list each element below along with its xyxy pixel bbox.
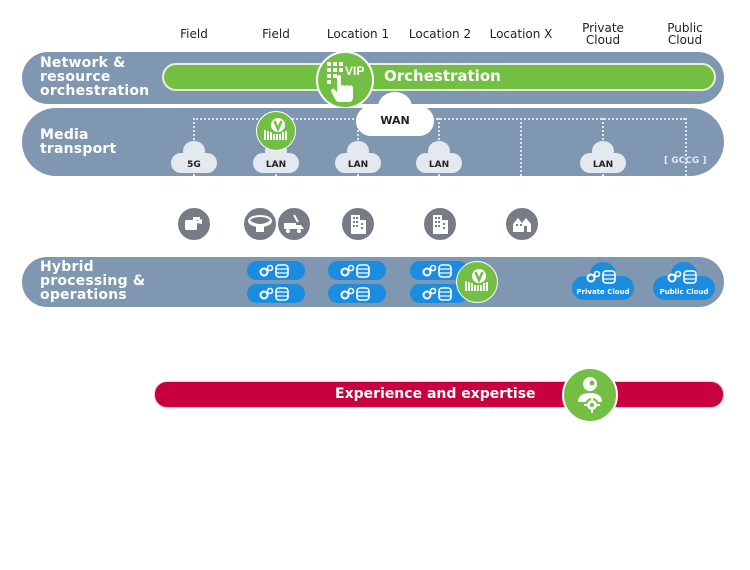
private-cloud[interactable]: Private Cloud <box>572 262 634 300</box>
experience-bar[interactable] <box>154 381 724 408</box>
wan-label: WAN <box>380 114 410 127</box>
column-header-location-2: Location 2 <box>408 27 472 41</box>
column-header-field-1: Field <box>180 27 208 41</box>
vip-touch-icon: VIP <box>327 62 364 102</box>
gears-database-icon <box>422 286 452 301</box>
gears-database-icon <box>667 270 697 284</box>
orchestration-bar-label: Orchestration <box>384 67 501 85</box>
cloud-lan-private[interactable]: LAN <box>578 141 628 173</box>
orchestration-band-title: Network & resource orchestration <box>40 55 150 99</box>
column-header-private-cloud: Private Cloud <box>563 22 643 46</box>
compute-storage-pill[interactable] <box>410 261 468 280</box>
column-header-public-cloud: Public Cloud <box>645 22 725 46</box>
gccg-label: [ GCCG ] <box>664 156 707 166</box>
compute-storage-pill[interactable] <box>247 261 305 280</box>
v-badge-media[interactable] <box>256 111 296 151</box>
cloud-5g-label: 5G <box>187 160 201 170</box>
private-cloud-line1: Private <box>582 21 624 35</box>
private-cloud-line2: Cloud <box>585 33 621 47</box>
cloud-5g[interactable]: 5G <box>169 141 219 173</box>
orchestration-bar[interactable] <box>162 63 716 91</box>
compute-storage-pill[interactable] <box>328 261 386 280</box>
gears-database-icon <box>422 263 452 278</box>
public-cloud-line1: Public <box>667 21 703 35</box>
gears-database-icon <box>340 286 370 301</box>
cloud-lan-label: LAN <box>347 160 369 170</box>
wan-cloud[interactable]: WAN <box>356 92 434 136</box>
expert-person-gear-icon <box>578 377 602 413</box>
public-cloud[interactable]: Public Cloud <box>653 262 715 300</box>
v-edge-icon <box>465 269 488 291</box>
ob-van-icon <box>277 207 311 241</box>
gears-database-icon <box>586 270 616 284</box>
cloud-lan-location-1[interactable]: LAN <box>333 141 383 173</box>
compute-storage-pill[interactable] <box>247 284 305 303</box>
cloud-lan-label: LAN <box>592 160 614 170</box>
column-header-location-x: Location X <box>489 27 553 41</box>
v-badge-hybrid[interactable] <box>456 261 498 303</box>
cloud-lan-label: LAN <box>428 160 450 170</box>
wan-cloud-base <box>356 106 434 136</box>
cloud-lan-location-2[interactable]: LAN <box>414 141 464 173</box>
office-building-icon <box>423 207 457 241</box>
hybrid-processing-band-title: Hybrid processing & operations <box>40 259 146 303</box>
column-header-field-2: Field <box>262 27 290 41</box>
gears-database-icon <box>340 263 370 278</box>
public-cloud-line2: Cloud <box>667 33 703 47</box>
v-edge-icon <box>264 118 287 140</box>
network-link-line <box>520 118 522 176</box>
media-transport-band-title: Media transport <box>40 127 117 157</box>
column-header-location-1: Location 1 <box>326 27 390 41</box>
office-building-icon <box>341 207 375 241</box>
vip-badge[interactable]: VIP <box>316 51 374 109</box>
experience-label: Experience and expertise <box>335 386 536 402</box>
public-cloud-label: Public Cloud <box>659 288 709 296</box>
gears-database-icon <box>259 286 289 301</box>
house-icon <box>505 207 539 241</box>
svg-text:VIP: VIP <box>345 64 364 78</box>
compute-storage-pill[interactable] <box>328 284 386 303</box>
compute-storage-pill[interactable] <box>410 284 468 303</box>
cloud-lan-label: LAN <box>265 160 287 170</box>
gears-database-icon <box>259 263 289 278</box>
stadium-icon <box>243 207 277 241</box>
network-link-line <box>685 118 687 176</box>
camera-icon <box>177 207 211 241</box>
private-cloud-label: Private Cloud <box>576 288 630 296</box>
expert-badge[interactable] <box>562 367 618 423</box>
